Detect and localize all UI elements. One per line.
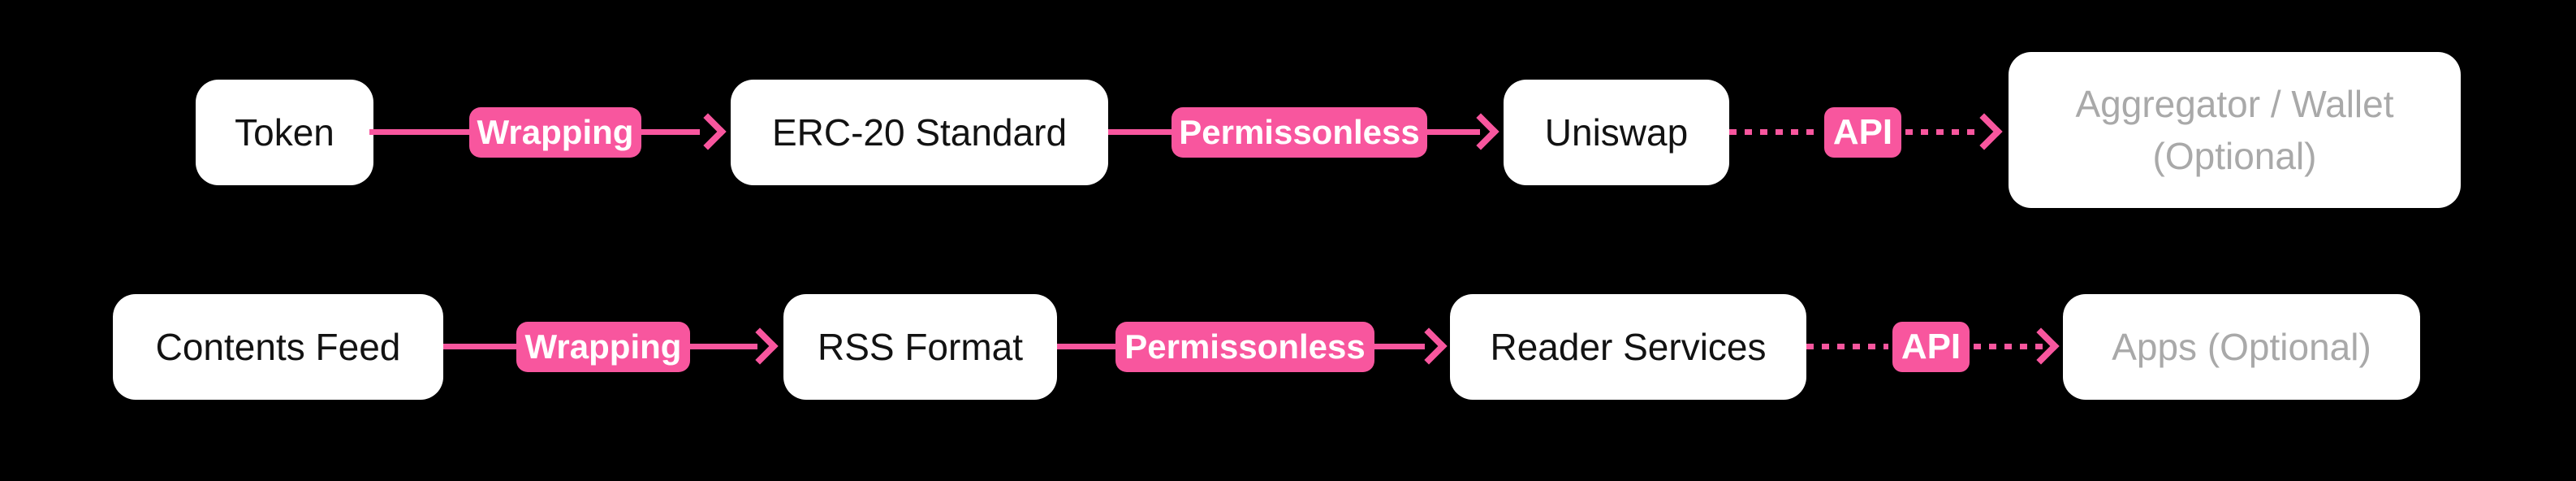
arrow-head-icon (2022, 327, 2060, 365)
edge-badge-permissonless-label: Permissonless (1179, 113, 1420, 151)
node-token-label: Token (235, 111, 334, 154)
node-apps-optional-label: Apps (Optional) (2112, 325, 2371, 368)
edge-badge-permissonless: Permissonless (1171, 107, 1427, 158)
node-contents-feed: Contents Feed (113, 294, 443, 400)
arrow-line (1425, 129, 1480, 135)
arrow-dotted-line (1905, 129, 1983, 135)
node-erc20-standard: ERC-20 Standard (731, 80, 1108, 185)
edge-badge-api-label: API (1901, 327, 1961, 366)
edge-badge-api: API (1892, 322, 1970, 372)
arrow-head-icon (689, 113, 727, 150)
node-aggregator-wallet: Aggregator / Wallet (Optional) (2009, 52, 2461, 208)
node-erc20-standard-label: ERC-20 Standard (771, 111, 1068, 154)
node-uniswap: Uniswap (1504, 80, 1729, 185)
arrow-head-icon (741, 327, 779, 365)
node-reader-services-label: Reader Services (1490, 326, 1767, 368)
edge-badge-wrapping-label: Wrapping (524, 327, 682, 366)
arrow-head-icon (1410, 327, 1448, 365)
arrow-line (637, 129, 700, 135)
node-uniswap-label: Uniswap (1544, 111, 1689, 154)
arrow-line (688, 344, 757, 349)
edge-badge-permissonless-label: Permissonless (1124, 327, 1366, 366)
arrow-line (1057, 344, 1120, 349)
node-rss-format-label: RSS Format (817, 326, 1024, 368)
edge-badge-wrapping-label: Wrapping (477, 113, 634, 151)
node-apps-optional: Apps (Optional) (2063, 294, 2420, 400)
arrow-line (443, 344, 520, 349)
arrow-head-icon (1965, 113, 2003, 150)
arrow-dotted-line (1806, 344, 1888, 349)
edge-badge-api-label: API (1832, 112, 1893, 152)
node-token: Token (196, 80, 373, 185)
edge-badge-wrapping: Wrapping (516, 322, 690, 372)
edge-badge-wrapping: Wrapping (469, 107, 641, 158)
node-rss-format: RSS Format (783, 294, 1057, 400)
arrow-dotted-line (1729, 129, 1820, 135)
arrow-line (1372, 344, 1425, 349)
arrow-head-icon (1462, 113, 1499, 150)
node-reader-services: Reader Services (1450, 294, 1806, 400)
arrow-dotted-line (1974, 344, 2043, 349)
edge-badge-api: API (1824, 107, 1901, 158)
node-contents-feed-label: Contents Feed (155, 326, 401, 368)
edge-badge-permissonless: Permissonless (1115, 322, 1374, 372)
node-aggregator-wallet-label: Aggregator / Wallet (Optional) (2075, 82, 2394, 177)
arrow-line (1108, 129, 1177, 135)
arrow-line (369, 129, 475, 135)
